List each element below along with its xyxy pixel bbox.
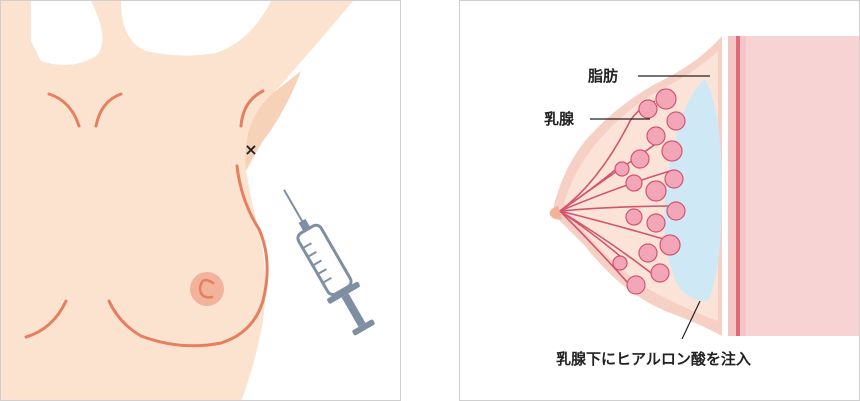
armpit-line	[239, 89, 265, 128]
nipple-mark	[198, 278, 215, 299]
syringe-flange	[327, 281, 360, 304]
mammary-gland-lobules	[612, 88, 686, 295]
injection-label-leader	[681, 300, 701, 340]
collarbone-right	[94, 92, 123, 128]
syringe-barrel	[296, 223, 353, 296]
injection-note-label: 乳腺下にヒアルロン酸を注入	[556, 350, 751, 368]
breast-contour-right	[107, 164, 269, 348]
syringe-plunger-cap	[352, 319, 375, 336]
syringe-needle	[283, 189, 304, 224]
negative-space-center	[121, 1, 271, 56]
breast-cross-section: 脂肪 乳腺 乳腺下にヒアルロン酸を注入	[544, 36, 859, 368]
syringe-icon	[283, 189, 375, 336]
fat-label: 脂肪	[588, 67, 618, 85]
torso-illustration-panel: ×	[0, 0, 401, 401]
armpit-shading	[245, 71, 301, 171]
negative-space-left	[31, 1, 103, 65]
mammary-gland-label: 乳腺	[544, 110, 575, 128]
chest-wall-line	[736, 36, 740, 336]
breast-cross-section-panel: 脂肪 乳腺 乳腺下にヒアルロン酸を注入	[459, 0, 860, 401]
collarbone-left	[47, 92, 81, 128]
breast-contour-left	[24, 299, 68, 339]
syringe-plunger	[341, 293, 366, 327]
injection-point-marker: ×	[244, 140, 257, 159]
torso-illustration: ×	[1, 1, 400, 400]
chest-tissue	[746, 36, 859, 336]
nipple-cross-section	[549, 206, 562, 220]
areola	[190, 272, 224, 306]
